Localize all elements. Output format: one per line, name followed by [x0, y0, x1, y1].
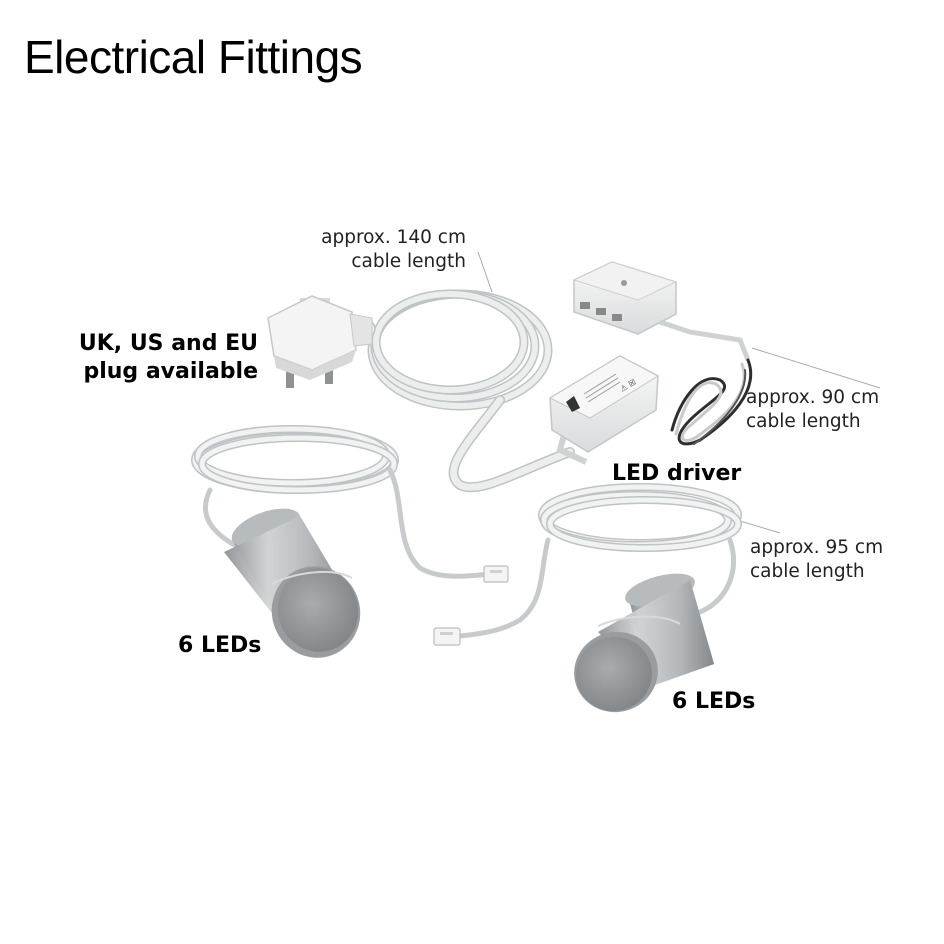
leader-line-plug-cable — [477, 251, 493, 293]
driver-cable-coil — [670, 358, 753, 446]
led-driver-label: LED driver — [612, 461, 742, 486]
plug-availability-label: UK, US and EU plug available — [40, 330, 258, 386]
page-title: Electrical Fittings — [24, 31, 363, 83]
uk-plug-image — [267, 295, 373, 388]
plug-cable-length-line1: approx. 140 cm — [321, 227, 466, 248]
plug-availability-line2: plug available — [83, 359, 258, 384]
leader-line-driver-cable — [751, 347, 881, 389]
plug-cable-length-line2: cable length — [351, 251, 466, 272]
right-led-count-label: 6 LEDs — [672, 689, 756, 714]
left-led-lamp-image — [224, 508, 361, 658]
led-cable-length-callout: approx. 95 cm cable length — [750, 536, 883, 584]
right-led-cable-coil — [457, 483, 742, 639]
left-led-count-label: 6 LEDs — [178, 633, 262, 658]
led-driver-image: ⚠ ☒ — [548, 355, 660, 465]
distribution-block-image — [572, 261, 751, 361]
driver-cable-length-callout: approx. 90 cm cable length — [746, 386, 879, 434]
driver-cable-length-line1: approx. 90 cm — [746, 387, 880, 408]
plug-availability-line1: UK, US and EU — [78, 331, 258, 356]
driver-cable-length-line2: cable length — [746, 411, 861, 432]
led-cable-length-line1: approx. 95 cm — [750, 537, 884, 558]
left-connector-image — [483, 565, 509, 583]
right-led-lamp-image — [574, 573, 714, 713]
plug-cable-coil — [350, 289, 575, 493]
plug-cable-length-callout: approx. 140 cm cable length — [300, 226, 466, 274]
right-connector-image — [433, 627, 461, 646]
led-cable-length-line2: cable length — [750, 561, 865, 582]
left-led-cable-coil — [191, 425, 493, 579]
